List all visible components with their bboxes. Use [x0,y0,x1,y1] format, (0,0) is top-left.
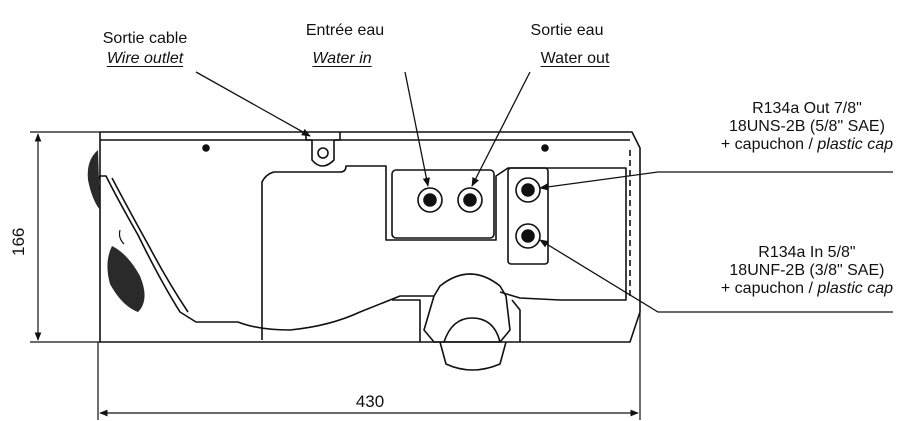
r134a-out-cap-prefix: + capuchon / [720,136,813,153]
r134a-out-cap-en: plastic cap [817,136,893,153]
bottom-stand [439,341,507,371]
left-arm-inner [111,177,189,313]
lower-curve [237,295,434,331]
wire-outlet-hole [317,147,329,159]
r134a-out-port [515,177,541,203]
side-fan [87,150,145,312]
leader-r134a-out [539,171,893,191]
left-arm [97,175,238,323]
bottom-mount [423,273,511,343]
screw-left [202,144,210,152]
wire-outlet-nozzle [305,132,341,167]
leader-lines [195,71,893,313]
r134a-in-cap: + capuchon / plastic cap [721,280,893,298]
water-in-label-fr: Entrée eau [305,22,385,39]
r134a-out-line1: R134a Out 7/8" [752,100,862,117]
r134a-in-cap-prefix: + capuchon / [720,280,813,297]
bottom-mount-inner [443,317,501,343]
unit-body [97,131,641,371]
r134a-out-label: R134a Out 7/8" 18UNS-2B (5/8" SAE) + cap… [721,100,893,154]
dimension-width-label: 430 [355,392,385,411]
water-port-plate [391,169,495,239]
r134a-in-cap-en: plastic cap [817,280,893,297]
leader-water-out [471,71,531,187]
wire-outlet-label-en: Wire outlet [106,50,184,67]
body-outline [99,131,641,343]
dimension-height-label: 166 [9,227,28,256]
central-recess [261,165,627,340]
water-in-label-en: Water in [312,50,372,67]
r134a-in-port [515,223,541,249]
r134a-in-line1: R134a In 5/8" [758,244,856,261]
water-in-port [417,187,443,213]
mount-rib-2 [511,299,521,342]
dimension-lines [30,131,641,420]
leader-r134a-in [539,239,893,313]
water-out-label-fr: Sortie eau [530,22,604,39]
r134a-out-cap: + capuchon / plastic cap [721,136,893,154]
r134a-out-line2: 18UNS-2B (5/8" SAE) [728,118,885,135]
wire-outlet-label-fr: Sortie cable [102,30,188,47]
leader-wire-outlet [195,71,311,137]
screw-right [541,144,549,152]
mount-rib-1 [392,299,421,342]
r134a-in-line2: 18UNF-2B (3/8" SAE) [729,262,885,279]
water-out-label-en: Water out [540,50,610,67]
water-out-port [457,187,483,213]
r134a-in-label: R134a In 5/8" 18UNF-2B (3/8" SAE) + capu… [721,244,893,298]
refrigerant-port-block [507,167,549,265]
leader-water-in [404,71,430,187]
